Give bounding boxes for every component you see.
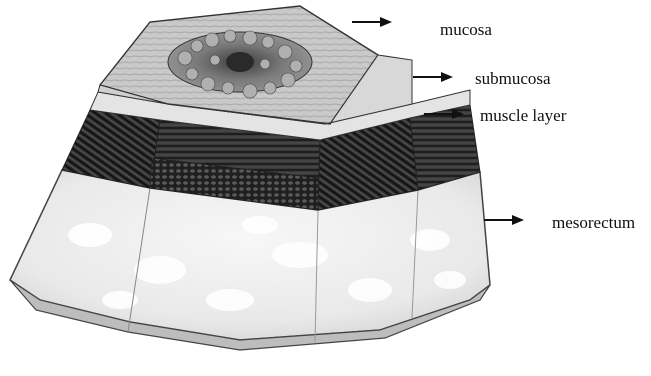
label-mesorectum: mesorectum xyxy=(552,214,635,231)
arrow-right-icon xyxy=(352,16,392,28)
label-muscle-layer: muscle layer xyxy=(480,107,566,124)
label-mucosa: mucosa xyxy=(440,21,492,38)
arrow-mesorectum xyxy=(484,214,524,226)
arrow-right-icon xyxy=(413,71,453,83)
arrow-mucosa xyxy=(352,16,392,28)
arrow-muscle-layer xyxy=(424,108,464,120)
arrow-right-icon xyxy=(484,214,524,226)
arrow-right-icon xyxy=(424,108,464,120)
arrow-submucosa xyxy=(413,71,453,83)
label-submucosa: submucosa xyxy=(475,70,551,87)
